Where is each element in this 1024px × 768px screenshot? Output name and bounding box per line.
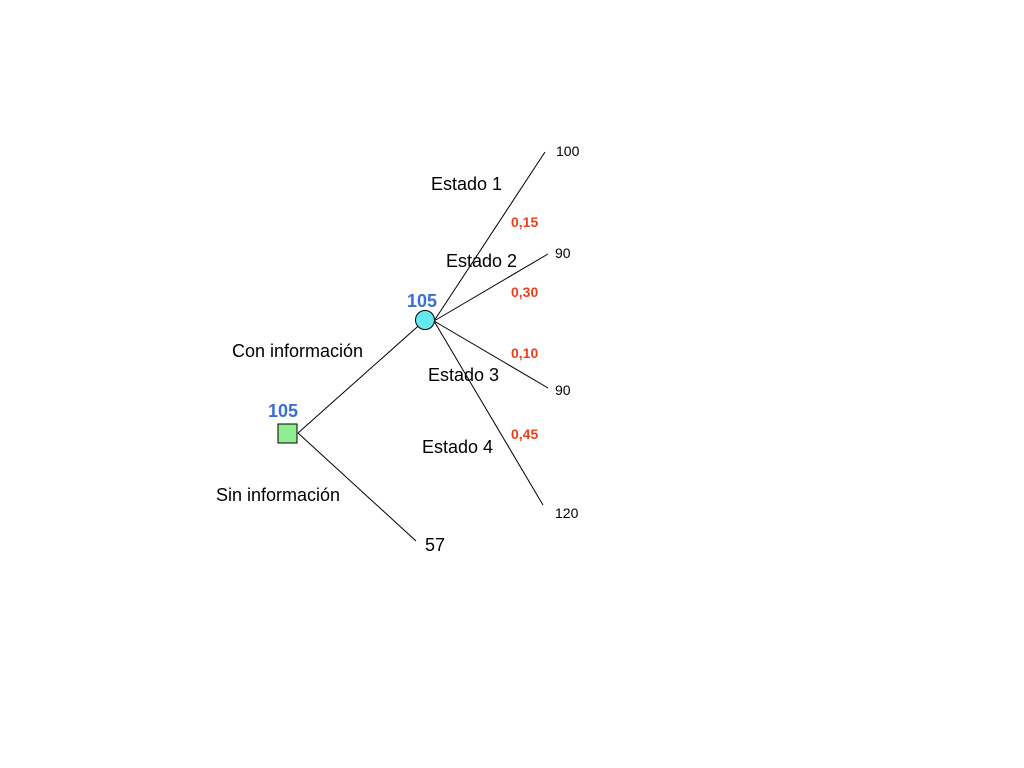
- decision-node-value: 105: [268, 401, 298, 421]
- edge-decision-to-no-info-payoff: [297, 432, 417, 542]
- with-info-label: Con información: [232, 341, 363, 361]
- state-2-label: Estado 2: [446, 251, 517, 271]
- edge-state-1: [433, 151, 546, 322]
- without-info-payoff: 57: [425, 535, 445, 555]
- state-3-probability: 0,10: [511, 345, 538, 361]
- state-2-probability: 0,30: [511, 284, 538, 300]
- edge-state-4: [433, 320, 544, 506]
- without-info-label: Sin información: [216, 485, 340, 505]
- chance-node-value: 105: [407, 291, 437, 311]
- chance-node: [415, 310, 435, 330]
- state-4-probability: 0,45: [511, 426, 538, 442]
- state-2-payoff: 90: [555, 245, 571, 261]
- state-4-payoff: 120: [555, 505, 579, 521]
- state-4-label: Estado 4: [422, 437, 493, 457]
- edge-state-3: [433, 320, 549, 389]
- state-3-label: Estado 3: [428, 365, 499, 385]
- state-1-probability: 0,15: [511, 214, 538, 230]
- edge-decision-to-chance: [297, 319, 426, 434]
- state-1-payoff: 100: [556, 143, 580, 159]
- decision-node: [277, 423, 298, 444]
- state-3-payoff: 90: [555, 382, 571, 398]
- state-1-label: Estado 1: [431, 174, 502, 194]
- edge-state-2: [433, 253, 549, 322]
